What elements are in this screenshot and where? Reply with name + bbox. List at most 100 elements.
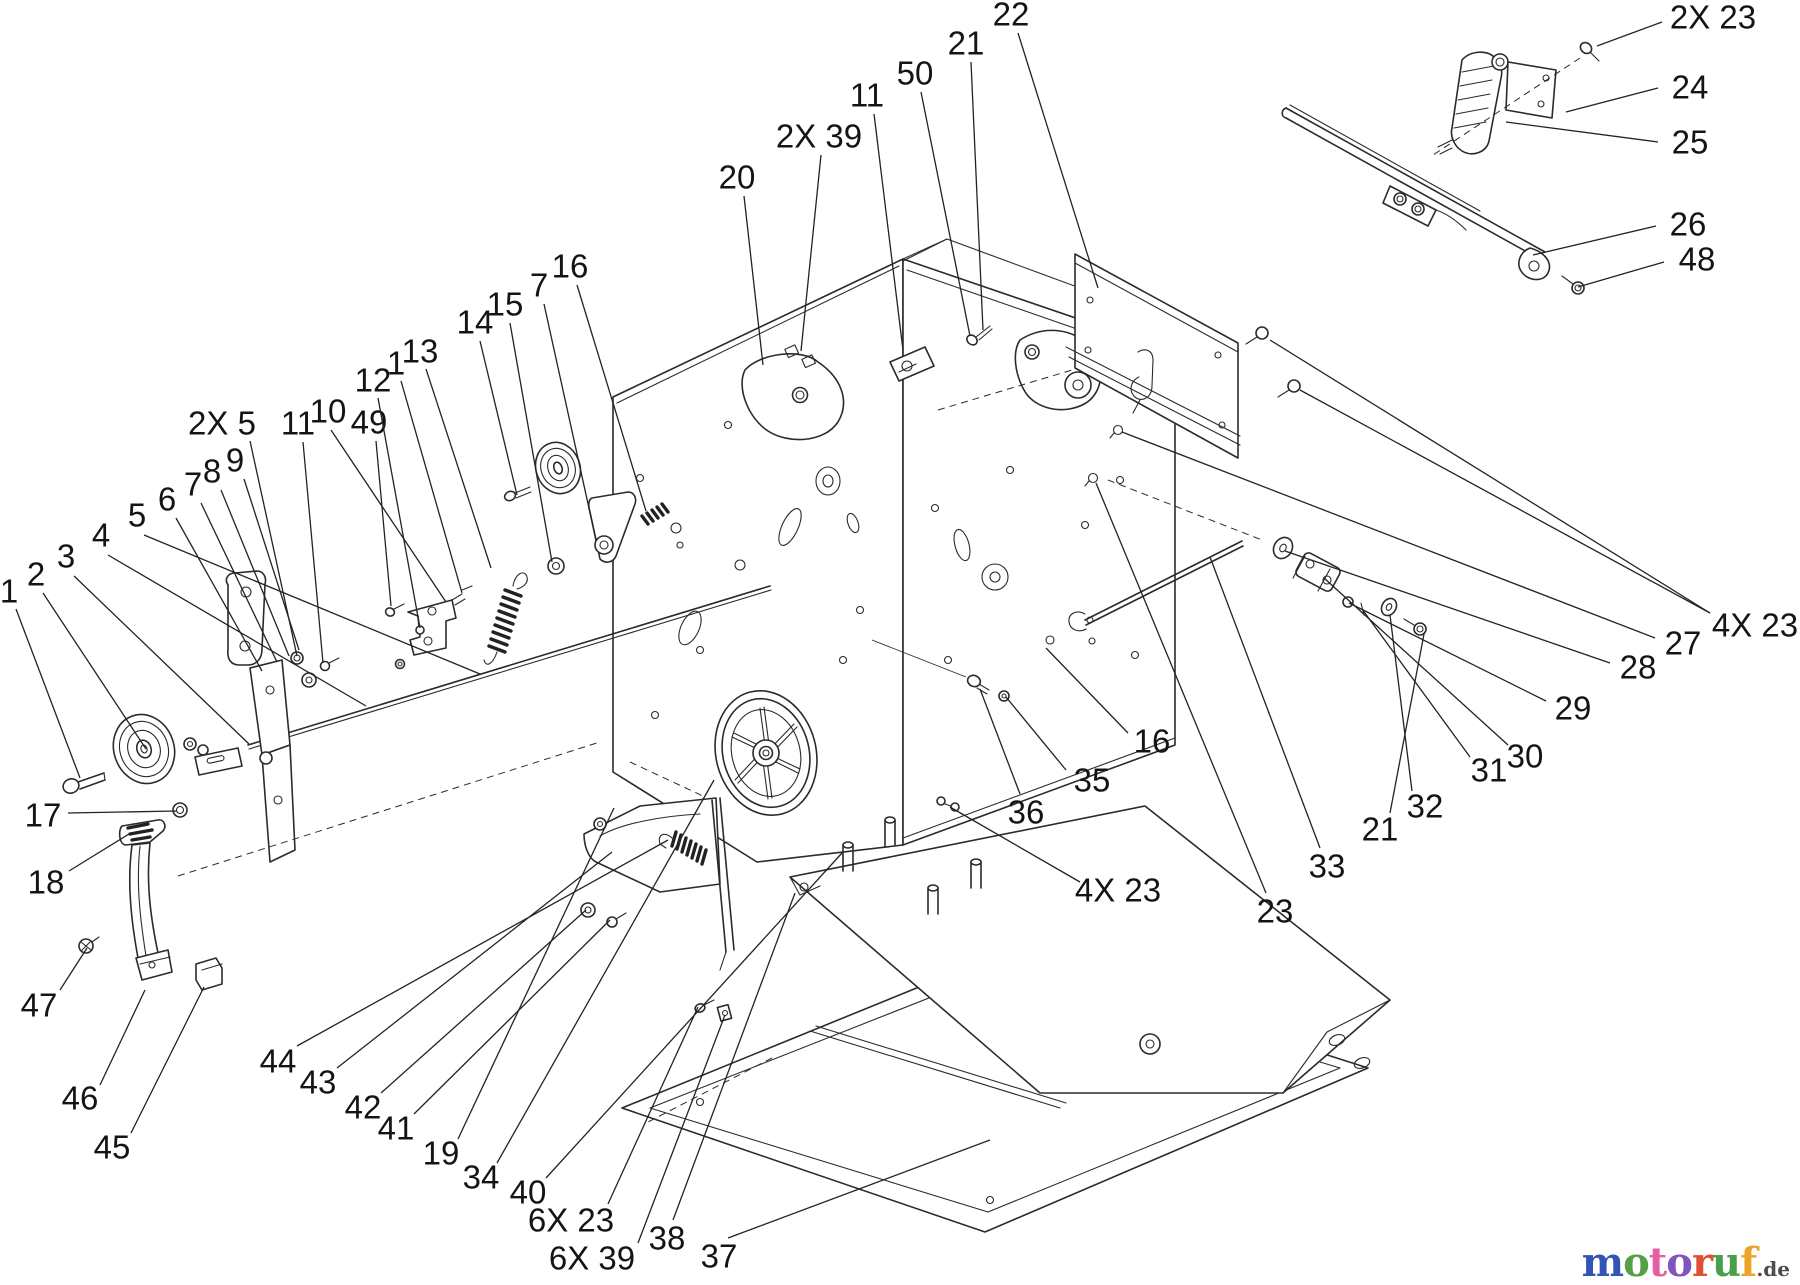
leader-line bbox=[576, 284, 647, 512]
leader-line bbox=[1209, 556, 1321, 849]
leader-line bbox=[1045, 647, 1129, 734]
logo-letter: r bbox=[1691, 1239, 1713, 1285]
motoruf-logo: motoruf.de bbox=[1582, 1243, 1790, 1283]
callout-label: 31 bbox=[1471, 752, 1508, 789]
callout-label: 14 bbox=[457, 304, 494, 341]
callout-label: 46 bbox=[62, 1080, 99, 1117]
logo-letters: motoruf bbox=[1581, 1239, 1758, 1285]
callout-label: 8 bbox=[203, 453, 221, 490]
leader-line bbox=[479, 340, 518, 496]
hardware-6x bbox=[694, 999, 733, 1022]
callout-label: 7 bbox=[530, 267, 548, 304]
leader-line bbox=[59, 947, 88, 991]
callout-label: 2X 23 bbox=[1670, 0, 1756, 36]
leader-line bbox=[1361, 608, 1471, 758]
callout-label: 26 bbox=[1670, 206, 1707, 243]
callout-label: 19 bbox=[423, 1135, 460, 1172]
callout-label: 36 bbox=[1008, 794, 1045, 831]
callout-label: 9 bbox=[226, 442, 244, 479]
callout-label: 50 bbox=[897, 55, 934, 92]
leader-line bbox=[73, 575, 250, 745]
leader-line bbox=[496, 779, 715, 1164]
leader-line bbox=[15, 608, 81, 779]
leader-line bbox=[509, 322, 553, 563]
leader-line bbox=[1017, 32, 1099, 289]
callout-label: 18 bbox=[28, 864, 65, 901]
callout-label: 42 bbox=[345, 1089, 382, 1126]
callout-label: 38 bbox=[649, 1220, 686, 1257]
callout-label: 2X 39 bbox=[776, 118, 862, 155]
callout-label: 47 bbox=[21, 987, 58, 1024]
callout-label: 35 bbox=[1074, 762, 1111, 799]
wheel-spokes bbox=[629, 706, 801, 800]
bolt-35-36 bbox=[871, 639, 1010, 702]
leader-line bbox=[1323, 577, 1509, 746]
leader-line bbox=[1596, 21, 1663, 47]
handle-assembly bbox=[1281, 41, 1600, 295]
pedal-lever bbox=[78, 741, 601, 991]
plate-studs bbox=[842, 816, 982, 915]
callout-label: 16 bbox=[1134, 723, 1171, 760]
callout-label: 21 bbox=[1362, 811, 1399, 848]
callout-label: 6X 39 bbox=[549, 1240, 635, 1277]
leader-line bbox=[1121, 431, 1656, 639]
leader-line bbox=[1577, 261, 1665, 288]
callout-label: 23 bbox=[1257, 893, 1294, 930]
leader-line bbox=[1389, 633, 1425, 814]
callout-label: 10 bbox=[310, 393, 347, 430]
callout-label: 44 bbox=[260, 1043, 297, 1080]
logo-letter: o bbox=[1623, 1239, 1650, 1285]
leader-line bbox=[1005, 696, 1067, 771]
leader-line bbox=[220, 489, 290, 657]
small-spring bbox=[640, 502, 682, 534]
leader-line bbox=[1565, 87, 1659, 113]
leader-line bbox=[1389, 614, 1413, 792]
leader-line bbox=[743, 195, 764, 366]
panel-bolt bbox=[1245, 326, 1301, 398]
callout-label: 5 bbox=[128, 497, 146, 534]
logo-letter: m bbox=[1581, 1239, 1624, 1285]
leader-line bbox=[1284, 550, 1611, 664]
callout-label: 4X 23 bbox=[1712, 607, 1798, 644]
callout-label: 16 bbox=[552, 248, 589, 285]
leader-line bbox=[727, 1139, 991, 1239]
callout-label: 3 bbox=[57, 538, 75, 575]
leader-line bbox=[637, 1014, 726, 1244]
callout-label: 32 bbox=[1407, 788, 1444, 825]
leader-line bbox=[377, 397, 421, 629]
leader-line bbox=[1095, 482, 1267, 894]
leader-line bbox=[672, 892, 796, 1221]
callout-label: 4 bbox=[92, 517, 110, 554]
callout-label: 1 bbox=[0, 573, 18, 610]
rim-bolt bbox=[966, 325, 993, 346]
leader-line bbox=[130, 986, 205, 1134]
logo-letter: u bbox=[1712, 1239, 1741, 1285]
leader-line bbox=[302, 441, 324, 664]
callout-label: 11 bbox=[281, 405, 315, 442]
rear-panel-22 bbox=[937, 253, 1301, 459]
callout-label: 1 bbox=[387, 345, 405, 382]
leader-line bbox=[1269, 339, 1711, 614]
tension-spring bbox=[483, 572, 528, 665]
callout-label: 17 bbox=[25, 797, 62, 834]
leader-line bbox=[873, 113, 904, 351]
leader-line bbox=[296, 839, 669, 1047]
leader-line bbox=[330, 429, 447, 603]
leader-line bbox=[979, 688, 1021, 795]
leader-line bbox=[543, 303, 597, 541]
callout-label: 49 bbox=[351, 404, 388, 441]
leader-line bbox=[1348, 602, 1547, 702]
leader-line bbox=[457, 807, 615, 1140]
callout-label: 34 bbox=[463, 1159, 500, 1196]
callout-label: 12 bbox=[355, 362, 392, 399]
logo-letter: t bbox=[1648, 1239, 1668, 1285]
logo-suffix: .de bbox=[1756, 1257, 1790, 1281]
callout-label: 2 bbox=[27, 556, 45, 593]
callout-label: 11 bbox=[850, 77, 884, 114]
leader-line bbox=[200, 502, 278, 663]
logo-letter: o bbox=[1666, 1239, 1693, 1285]
callout-label: 2X 5 bbox=[188, 405, 256, 442]
leader-line bbox=[68, 833, 130, 872]
rod-33-assembly bbox=[1068, 479, 1427, 645]
